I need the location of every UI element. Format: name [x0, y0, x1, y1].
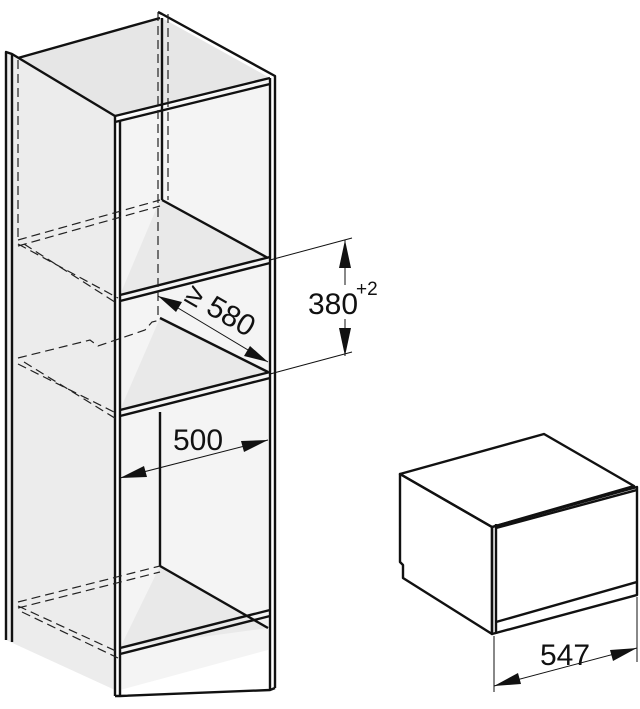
arrowhead-back [158, 296, 182, 312]
niche-height-label: 380 [308, 288, 358, 321]
appliance-front-panel [490, 485, 639, 636]
dimension-appliance-depth: 547 [493, 597, 638, 692]
arrowhead-down [339, 328, 351, 356]
dimension-niche-width: 500 [119, 424, 269, 479]
arrowhead-right [610, 648, 637, 661]
arrowhead-left [494, 673, 521, 686]
cabinet-left-side-panel [6, 52, 115, 690]
niche-width-label: 500 [173, 424, 223, 457]
shelf-middle [120, 318, 268, 410]
dimension-niche-height: 380 +2 [269, 237, 378, 375]
tall-cabinet [4, 10, 277, 698]
appliance-depth-label: 547 [540, 639, 590, 672]
niche-height-tolerance: +2 [356, 279, 378, 300]
appliance [398, 432, 639, 636]
arrowhead-left [120, 466, 147, 478]
arrowhead-up [339, 240, 351, 268]
shelf-bottom [120, 566, 268, 648]
arrowhead-front [244, 346, 268, 362]
arrowhead-right [241, 440, 268, 452]
shelf-upper [120, 200, 268, 295]
